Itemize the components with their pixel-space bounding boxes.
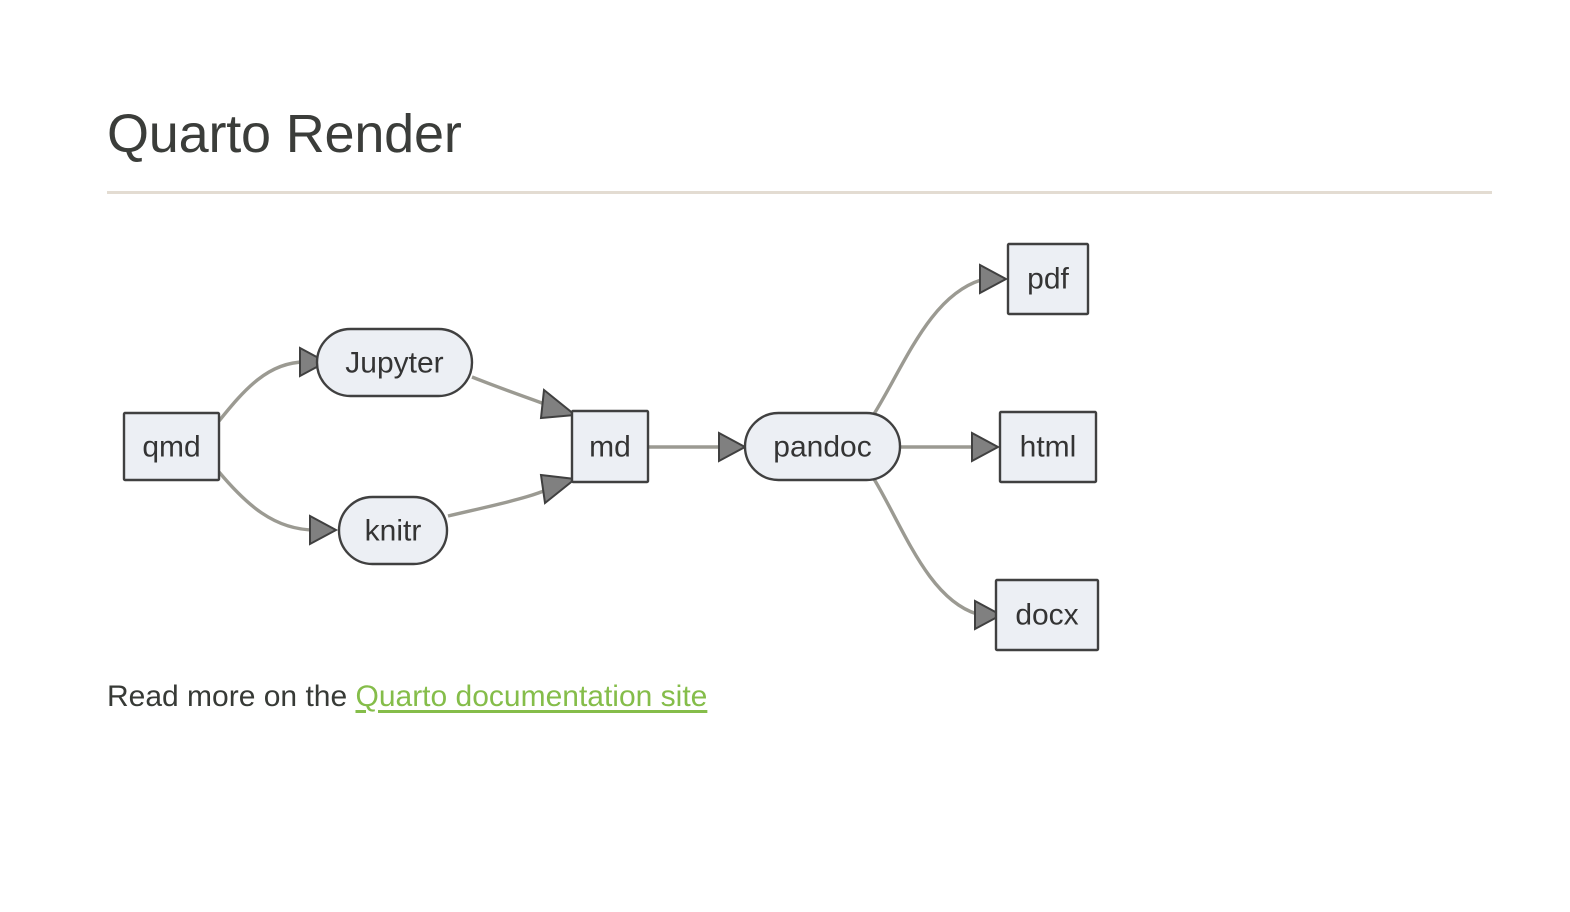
node-pandoc-shape[interactable] bbox=[743, 411, 902, 482]
arrowhead-pandoc-to-pdf bbox=[979, 263, 1009, 295]
node-pdf-shape[interactable] bbox=[1006, 242, 1090, 316]
edge-qmd-to-jupyter bbox=[217, 360, 306, 423]
node-pdf[interactable]: pdf bbox=[1006, 242, 1090, 316]
node-jupyter[interactable]: Jupyter bbox=[315, 327, 474, 398]
arrowhead-pandoc-to-html bbox=[971, 431, 1001, 463]
node-knitr-label: knitr bbox=[365, 515, 422, 548]
node-knitr[interactable]: knitr bbox=[337, 495, 449, 566]
node-pdf-label: pdf bbox=[1027, 263, 1069, 296]
node-html-shape[interactable] bbox=[998, 410, 1098, 484]
arrowhead-jupyter-to-md bbox=[539, 388, 578, 420]
node-jupyter-shape[interactable] bbox=[315, 327, 474, 398]
node-qmd-label: qmd bbox=[142, 431, 200, 464]
edge-pandoc-to-docx bbox=[872, 478, 978, 616]
node-md[interactable]: md bbox=[570, 409, 650, 484]
node-docx-shape[interactable] bbox=[994, 578, 1100, 652]
arrowhead-qmd-to-jupyter bbox=[299, 346, 329, 378]
read-more-lead-text: Read more on the bbox=[107, 680, 356, 714]
arrowhead-md-to-pandoc bbox=[718, 431, 748, 463]
node-jupyter-label: Jupyter bbox=[345, 347, 443, 380]
flowchart-svg: qmd Jupyter knitr md bbox=[122, 242, 1100, 652]
arrowhead-pandoc-to-docx bbox=[974, 599, 1004, 631]
node-knitr-shape[interactable] bbox=[337, 495, 449, 566]
node-pandoc[interactable]: pandoc bbox=[743, 411, 902, 482]
node-pandoc-label: pandoc bbox=[773, 431, 871, 464]
node-qmd[interactable]: qmd bbox=[122, 411, 221, 482]
node-layer: qmd Jupyter knitr md bbox=[122, 242, 1100, 652]
arrowhead-knitr-to-md bbox=[539, 473, 578, 505]
quarto-render-flowchart: qmd Jupyter knitr md bbox=[107, 226, 1492, 666]
read-more-paragraph: Read more on the Quarto documentation si… bbox=[107, 676, 1492, 718]
node-qmd-shape[interactable] bbox=[122, 411, 221, 482]
node-docx[interactable]: docx bbox=[994, 578, 1100, 652]
edge-qmd-to-knitr bbox=[217, 470, 316, 532]
quarto-documentation-link[interactable]: Quarto documentation site bbox=[355, 680, 708, 714]
edge-pandoc-to-pdf bbox=[872, 278, 982, 415]
page-title: Quarto Render bbox=[107, 104, 462, 164]
node-docx-label: docx bbox=[1015, 599, 1078, 632]
node-md-label: md bbox=[589, 431, 631, 464]
node-md-shape[interactable] bbox=[570, 409, 650, 484]
node-html-label: html bbox=[1020, 431, 1077, 464]
arrowhead-qmd-to-knitr bbox=[309, 514, 339, 546]
node-html[interactable]: html bbox=[998, 410, 1098, 484]
title-divider bbox=[107, 191, 1492, 195]
content-column: Quarto Render bbox=[107, 0, 1492, 748]
edge-layer bbox=[217, 263, 1009, 631]
